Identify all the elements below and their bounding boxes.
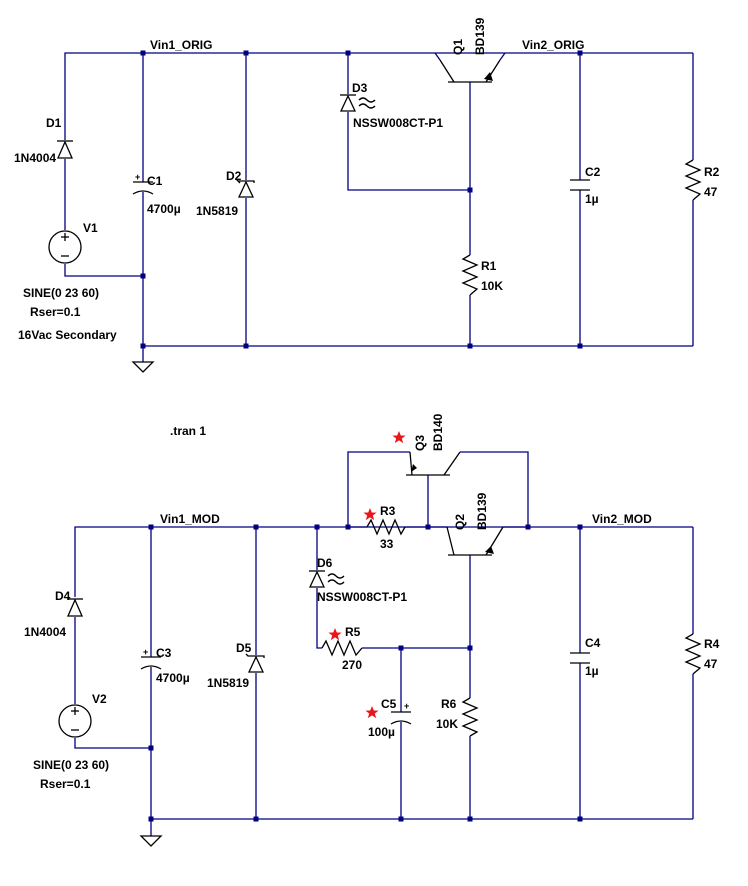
net-label-vin1-orig: Vin1_ORIG	[150, 38, 212, 52]
wires-original	[64, 52, 694, 362]
r2-value: 47	[704, 185, 718, 199]
capacitor-c5[interactable]: +	[390, 701, 412, 725]
d5-value: 1N5819	[207, 676, 249, 690]
diode-d4[interactable]	[67, 598, 83, 617]
c1-value: 4700µ	[147, 202, 181, 216]
d6-value: NSSW008CT-P1	[317, 590, 407, 604]
d4-name: D4	[55, 589, 71, 603]
c1-name: C1	[147, 174, 163, 188]
capacitor-c4[interactable]	[570, 652, 590, 664]
net-label-vin2-orig: Vin2_ORIG	[522, 38, 584, 52]
diode-d2[interactable]	[235, 178, 255, 198]
d1-name: D1	[46, 116, 62, 130]
circuit-modified: D4 1N4004 V2 SINE(0 23 60) Rser=0.1 + C3…	[24, 413, 720, 847]
r2-name: R2	[704, 165, 720, 179]
star-marker-c5	[365, 706, 379, 719]
q1-name: Q1	[451, 39, 465, 55]
svg-text:+: +	[404, 701, 409, 711]
v1-name: V1	[83, 221, 98, 235]
resistor-r3[interactable]	[366, 518, 406, 536]
capacitor-c1[interactable]: +	[132, 172, 154, 195]
d4-value: 1N4004	[24, 625, 66, 639]
led-d3[interactable]	[339, 94, 376, 112]
v1-value: SINE(0 23 60)	[23, 286, 99, 300]
transistor-q1[interactable]	[434, 52, 506, 83]
c4-name: C4	[585, 636, 601, 650]
v2-name: V2	[92, 692, 107, 706]
circuit-original: D1 1N4004 V1 SINE(0 23 60) Rser=0.1 16Va…	[14, 17, 720, 373]
r3-value: 33	[380, 537, 394, 551]
c2-value: 1µ	[585, 192, 599, 206]
diode-d1[interactable]	[57, 140, 73, 159]
d6-name: D6	[317, 556, 333, 570]
c4-value: 1µ	[585, 664, 599, 678]
v2-value: SINE(0 23 60)	[33, 758, 109, 772]
r1-name: R1	[481, 259, 497, 273]
wires-modified	[74, 451, 694, 836]
c5-name: C5	[381, 697, 397, 711]
r5-name: R5	[345, 625, 361, 639]
d2-name: D2	[226, 169, 242, 183]
c5-value: 100µ	[368, 725, 395, 739]
d3-value: NSSW008CT-P1	[353, 116, 443, 130]
transistor-q3[interactable]	[406, 451, 478, 476]
svg-text:+: +	[143, 647, 148, 657]
ground-symbol-top	[131, 361, 155, 373]
q3-value: BD140	[431, 413, 445, 451]
resistor-r2[interactable]	[684, 159, 702, 201]
voltage-source-v1[interactable]	[48, 230, 82, 264]
led-d6[interactable]	[308, 570, 345, 588]
resistor-r4[interactable]	[684, 633, 702, 675]
r4-value: 47	[704, 657, 718, 671]
net-label-vin2-mod: Vin2_MOD	[592, 512, 652, 526]
junctions-original	[140, 50, 583, 349]
v1-rser: Rser=0.1	[30, 305, 81, 319]
d1-value: 1N4004	[14, 151, 56, 165]
d3-name: D3	[352, 81, 368, 95]
r4-name: R4	[704, 637, 720, 651]
resistor-r1[interactable]	[461, 254, 479, 296]
net-label-vin1-mod: Vin1_MOD	[160, 512, 220, 526]
r6-value: 10K	[436, 717, 458, 731]
transistor-q2[interactable]	[446, 526, 504, 556]
resistor-r6[interactable]	[461, 697, 479, 737]
d2-value: 1N5819	[196, 204, 238, 218]
star-marker-r3	[363, 508, 377, 521]
v1-note: 16Vac Secondary	[18, 328, 117, 342]
q1-value: BD139	[473, 17, 487, 55]
voltage-source-v2[interactable]	[58, 704, 92, 738]
r6-name: R6	[441, 697, 457, 711]
c2-name: C2	[585, 165, 601, 179]
d5-name: D5	[236, 641, 252, 655]
q3-name: Q3	[413, 435, 427, 451]
capacitor-c2[interactable]	[570, 179, 590, 191]
ground-symbol-bottom	[139, 835, 163, 847]
q2-name: Q2	[453, 514, 467, 530]
spice-directive[interactable]: .tran 1	[170, 424, 206, 438]
c3-value: 4700µ	[156, 671, 190, 685]
diode-d5[interactable]	[245, 653, 265, 673]
svg-text:+: +	[135, 172, 140, 182]
q2-value: BD139	[475, 492, 489, 530]
star-marker-q3	[392, 431, 406, 444]
capacitor-c3[interactable]: +	[140, 647, 162, 670]
c3-name: C3	[156, 646, 172, 660]
resistor-r5[interactable]	[321, 639, 363, 657]
v2-rser: Rser=0.1	[40, 777, 91, 791]
change-markers	[328, 431, 406, 719]
r3-name: R3	[380, 504, 396, 518]
junctions-modified	[148, 524, 583, 822]
r1-value: 10K	[481, 279, 503, 293]
star-marker-r5	[328, 628, 342, 641]
r5-value: 270	[342, 658, 362, 672]
